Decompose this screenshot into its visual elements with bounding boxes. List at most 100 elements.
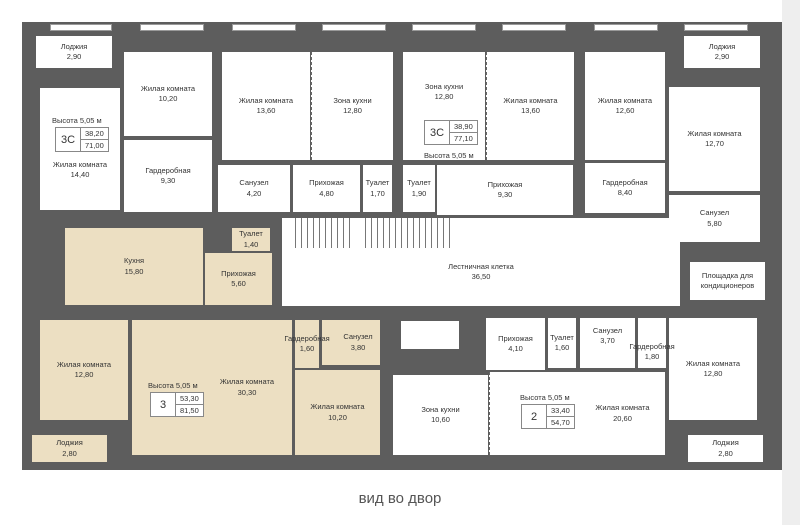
window xyxy=(322,24,386,31)
apartment-type: 3С xyxy=(425,121,450,144)
apartment-type: 3С xyxy=(56,128,81,151)
room-label: 12,80 xyxy=(434,92,454,102)
room-label: Туалет xyxy=(407,178,431,188)
room-label: 4,10 xyxy=(508,344,523,353)
room-label: 12,70 xyxy=(705,139,724,148)
room-label: Лоджия xyxy=(708,41,736,51)
room-label: 3,70 xyxy=(600,336,615,346)
room-label: 4,80 xyxy=(319,188,334,198)
room-label: Санузел xyxy=(239,178,269,188)
view-caption: вид во двор xyxy=(358,490,442,507)
apartment-height: Высота 5,05 м xyxy=(52,116,102,125)
living-area: 38,20 xyxy=(81,128,108,140)
page-edge xyxy=(782,0,800,525)
total-area: 54,70 xyxy=(551,418,570,427)
room-label: 12,80 xyxy=(703,369,723,378)
room-label: Лоджия xyxy=(60,41,88,51)
room-label: Туалет xyxy=(550,332,574,342)
window xyxy=(594,24,658,31)
room-label: 15,80 xyxy=(124,266,144,276)
room-label: Прихожая xyxy=(309,178,344,188)
room-label: Жилая комната xyxy=(597,95,653,105)
room-label: 10,60 xyxy=(431,415,450,424)
room-label: 36,50 xyxy=(471,272,491,281)
room-label: Санузел xyxy=(699,208,730,218)
living-area: 53,30 xyxy=(176,393,203,405)
apartment-height: Высота 5,05 м xyxy=(424,151,474,160)
room-label: 1,60 xyxy=(299,344,315,353)
window xyxy=(502,24,566,31)
room-label: Лоджия xyxy=(712,438,739,448)
stairs xyxy=(360,218,450,248)
room-label: Жилая комната xyxy=(56,359,112,369)
room-label: 2,80 xyxy=(62,448,77,458)
room-label: Жилая комната xyxy=(503,95,558,105)
apartment-type: 3 xyxy=(151,393,176,416)
room-label: Санузел xyxy=(592,326,623,335)
room-label: Гардеробная xyxy=(145,165,191,175)
room-label: Кухня xyxy=(123,256,145,266)
window xyxy=(50,24,112,31)
room-label: Жилая комната xyxy=(595,403,650,413)
room-label: Лестничная клетка xyxy=(448,261,514,271)
room-label: 20,60 xyxy=(613,413,632,423)
room-label: Туалет xyxy=(239,229,263,239)
living-area: 33,40 xyxy=(547,405,574,417)
window xyxy=(232,24,296,31)
room-label: 13,60 xyxy=(256,106,276,115)
room-label: 10,20 xyxy=(158,94,178,103)
room-label: Зона кухни xyxy=(421,404,460,414)
room-label: 1,40 xyxy=(243,239,259,249)
room-label: 5,60 xyxy=(231,279,246,288)
room-label: Жилая комната xyxy=(310,402,365,412)
room-label: 4,20 xyxy=(246,188,262,198)
room-label: 12,80 xyxy=(74,370,94,379)
room-label: Прихожая xyxy=(487,179,523,189)
room-label: 9,30 xyxy=(160,176,176,185)
stairs xyxy=(290,218,350,248)
room-label: Прихожая xyxy=(498,333,533,343)
room-label: Жилая комната xyxy=(219,377,275,387)
room-label: 1,60 xyxy=(554,343,570,352)
room-label: Гардеробная xyxy=(629,341,675,351)
room-label: 1,90 xyxy=(411,188,427,198)
room-label: 5,80 xyxy=(707,218,722,228)
window xyxy=(140,24,204,31)
room-label: Жилая комната xyxy=(687,128,742,138)
room-label: 12,80 xyxy=(343,106,362,115)
room-label: 13,60 xyxy=(521,106,540,115)
room-label: 10,20 xyxy=(328,412,347,422)
room-label: 2,90 xyxy=(66,52,82,61)
apartment-height: Высота 5,05 м xyxy=(148,381,198,390)
window xyxy=(684,24,748,31)
